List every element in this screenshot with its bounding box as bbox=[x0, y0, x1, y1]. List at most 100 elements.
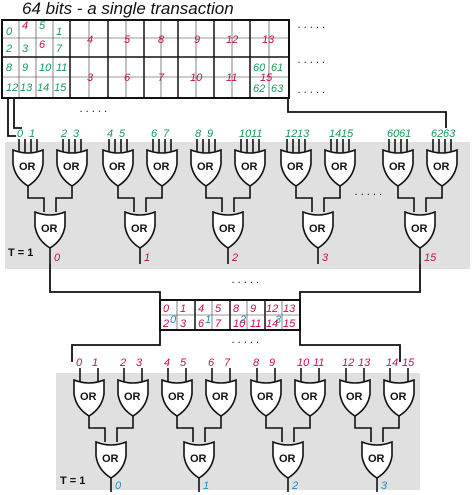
mid-cell: 12 bbox=[266, 303, 278, 315]
or-gate: OR bbox=[250, 378, 282, 417]
ellipsis: . . . . . bbox=[232, 334, 260, 346]
cell: 62 bbox=[253, 83, 265, 95]
bit-label: 60 bbox=[387, 128, 400, 140]
out-label: 1 bbox=[144, 252, 150, 264]
cell: 11 bbox=[226, 72, 237, 84]
mid-cell: 8 bbox=[233, 303, 240, 315]
bit-label: 14 bbox=[329, 128, 341, 140]
out-label: 2 bbox=[291, 480, 298, 492]
or-gate: OR bbox=[212, 210, 244, 249]
or-gate: OR bbox=[34, 210, 66, 249]
bit-label: 5 bbox=[119, 128, 126, 140]
bit-label: 12 bbox=[342, 357, 354, 369]
or-gate: OR bbox=[73, 378, 105, 417]
top-byte-table: 0 4 5 1 2 3 6 7 8 9 10 11 12 13 14 15 4 … bbox=[1, 19, 290, 99]
bit-label: 63 bbox=[443, 128, 456, 140]
or-gate: OR bbox=[56, 148, 88, 187]
bit-label: 3 bbox=[73, 128, 80, 140]
mid-cell: 3 bbox=[275, 314, 282, 326]
gate-label: OR bbox=[219, 223, 236, 235]
bit-label: 0 bbox=[76, 357, 83, 369]
bit-label: 7 bbox=[224, 357, 231, 369]
ellipsis: . . . . . bbox=[298, 19, 326, 31]
mid-cell: 9 bbox=[250, 303, 256, 315]
cell: 11 bbox=[56, 62, 67, 74]
out-label: 3 bbox=[381, 480, 388, 492]
ellipsis: . . . . . bbox=[355, 186, 383, 198]
cell: 0 bbox=[6, 26, 13, 38]
gate-label: OR bbox=[197, 161, 214, 173]
bit-label: 10 bbox=[239, 128, 252, 140]
gate-label: OR bbox=[102, 453, 119, 465]
ellipsis: . . . . . bbox=[298, 84, 326, 96]
or-gate: OR bbox=[102, 148, 134, 187]
mid-cell: 1 bbox=[180, 303, 186, 315]
cell: 7 bbox=[56, 43, 63, 55]
gate-label: OR bbox=[153, 161, 170, 173]
or-gate: OR bbox=[124, 210, 156, 249]
bit-label: 15 bbox=[402, 357, 415, 369]
gate-label: OR bbox=[368, 453, 385, 465]
gate-label: OR bbox=[411, 223, 428, 235]
gate-label: OR bbox=[331, 161, 348, 173]
gate-label: OR bbox=[168, 391, 185, 403]
or-gate: OR bbox=[302, 210, 334, 249]
gate-label: OR bbox=[131, 223, 148, 235]
gate-label: OR bbox=[41, 223, 58, 235]
cell: 4 bbox=[22, 20, 28, 32]
mid-cell: 14 bbox=[266, 318, 278, 330]
bit-label: 4 bbox=[107, 128, 113, 140]
or-gate: OR bbox=[190, 148, 222, 187]
cell: 5 bbox=[39, 20, 46, 32]
bit-label: 12 bbox=[285, 128, 297, 140]
or-gate: OR bbox=[280, 148, 312, 187]
cell: 12 bbox=[6, 82, 18, 94]
cell: 6 bbox=[124, 72, 131, 84]
gate-label: OR bbox=[19, 161, 36, 173]
out-label: 2 bbox=[231, 252, 238, 264]
or-gate: OR bbox=[12, 148, 44, 187]
bit-label: 15 bbox=[341, 128, 354, 140]
gate-label: OR bbox=[63, 161, 80, 173]
gate-label: OR bbox=[301, 391, 318, 403]
bit-label: 2 bbox=[119, 357, 126, 369]
bit-label: 61 bbox=[399, 128, 411, 140]
bit-label: 5 bbox=[180, 357, 187, 369]
bit-label: 0 bbox=[17, 128, 24, 140]
gate-label: OR bbox=[390, 391, 407, 403]
mid-table bbox=[159, 299, 301, 331]
gate-label: OR bbox=[212, 391, 229, 403]
bit-label: 7 bbox=[163, 128, 170, 140]
bit-label: 1 bbox=[29, 128, 35, 140]
or-gate: OR bbox=[272, 440, 304, 479]
mid-cell: 1 bbox=[205, 314, 211, 326]
t-label: T = 1 bbox=[8, 247, 33, 259]
out-label: 0 bbox=[115, 480, 122, 492]
connector bbox=[7, 98, 447, 137]
connector bbox=[71, 330, 401, 362]
bit-label: 11 bbox=[313, 357, 324, 369]
or-gate: OR bbox=[117, 378, 149, 417]
cell: 12 bbox=[226, 34, 238, 46]
or-gate: OR bbox=[183, 440, 215, 479]
gate-label: OR bbox=[309, 223, 326, 235]
t-label: T = 1 bbox=[60, 475, 85, 487]
gate-label: OR bbox=[433, 161, 450, 173]
cell: 15 bbox=[260, 72, 273, 84]
mid-cell: 13 bbox=[283, 303, 296, 315]
bit-label: 6 bbox=[151, 128, 158, 140]
or-gate: OR bbox=[95, 440, 127, 479]
cell: 63 bbox=[271, 83, 284, 95]
or-gate: OR bbox=[146, 148, 178, 187]
mid-cell: 0 bbox=[170, 314, 177, 326]
bit-label: 13 bbox=[358, 357, 371, 369]
cell: 15 bbox=[54, 82, 67, 94]
cell: 61 bbox=[271, 62, 283, 74]
bit-label: 8 bbox=[253, 357, 260, 369]
gate-label: OR bbox=[279, 453, 296, 465]
bit-label: 9 bbox=[207, 128, 213, 140]
connector bbox=[49, 264, 421, 300]
bit-label: 13 bbox=[297, 128, 310, 140]
ellipsis: . . . . . bbox=[232, 274, 260, 286]
